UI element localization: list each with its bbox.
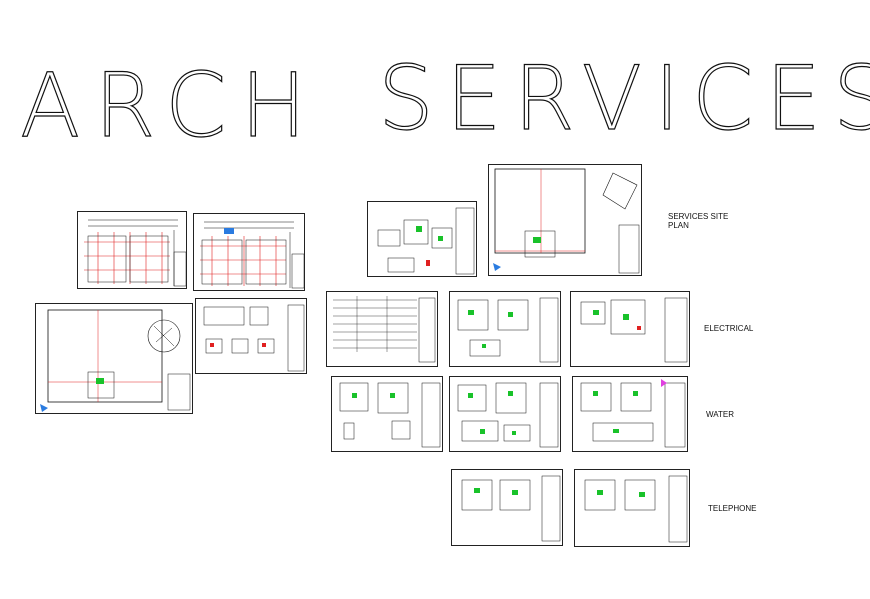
arch-sheet-plans-2 <box>193 213 305 291</box>
drawing-water-plan <box>580 379 686 448</box>
arch-title: ARCH <box>19 54 321 157</box>
services-sheet-water-1 <box>331 376 443 452</box>
services-site-plan-label: SERVICES SITE PLAN <box>668 212 729 230</box>
services-sheet-telephone-1 <box>451 469 563 546</box>
services-sheet-electrical-legend <box>326 291 438 367</box>
telephone-label: TELEPHONE <box>708 504 757 513</box>
services-sheet-telephone-2 <box>574 469 690 547</box>
services-title: SERVICES <box>377 47 870 150</box>
electrical-label: ELECTRICAL <box>704 324 754 333</box>
drawing-water-plan <box>339 382 441 448</box>
drawing-telephone-plan <box>584 475 688 543</box>
drawing-water-plan <box>457 382 559 448</box>
drawing-electrical-plan <box>580 297 688 363</box>
services-sheet-site-plan <box>488 164 642 276</box>
drawing-details <box>203 304 305 372</box>
drawing-grid-plan <box>200 221 304 289</box>
arch-sheet-details <box>195 298 307 374</box>
services-sheet-water-2 <box>449 376 561 452</box>
drawing-electrical-plan <box>457 297 559 363</box>
services-sheet-floor-plan <box>367 201 477 277</box>
water-label: WATER <box>706 410 734 419</box>
drawing-site-plan <box>40 309 191 412</box>
arch-sheet-site-plan <box>35 303 193 414</box>
services-sheet-electrical-1 <box>449 291 561 367</box>
drawing-grid-plan <box>84 219 186 287</box>
drawing-services-site-plan <box>493 168 640 274</box>
drawing-telephone-plan <box>461 475 561 542</box>
services-sheet-water-3 <box>572 376 688 452</box>
drawing-legend-table <box>333 296 436 363</box>
services-sheet-electrical-2 <box>570 291 690 367</box>
drawing-floor-plan <box>377 207 475 275</box>
arch-sheet-plans-1 <box>77 211 187 289</box>
